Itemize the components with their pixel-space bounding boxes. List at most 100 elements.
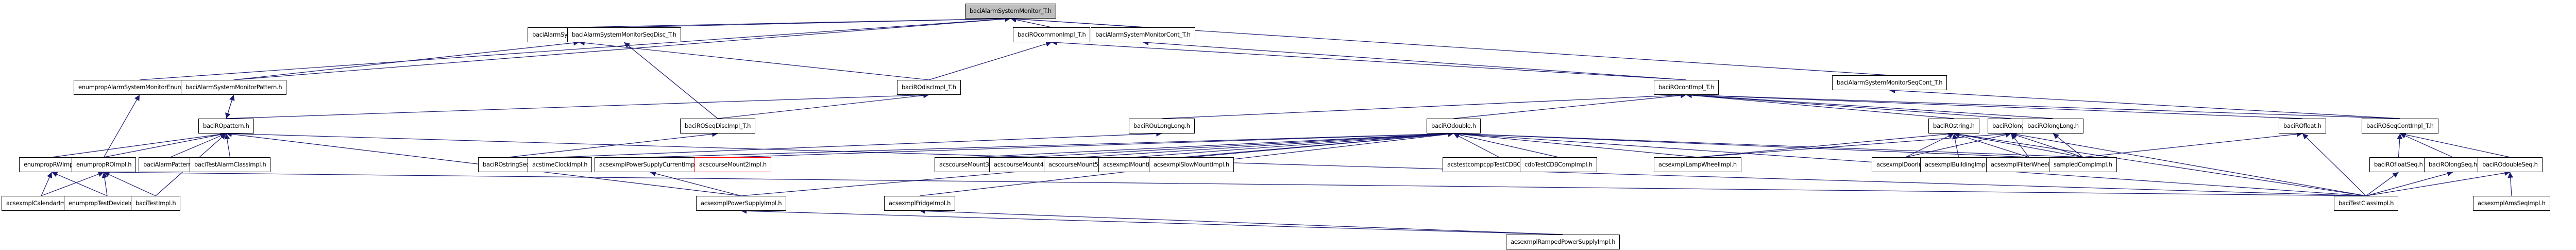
graph-node-cdb-test[interactable]: cdbTestCDBCompImpl.h: [1520, 157, 1597, 172]
edge-filterWheel-to-roLong: [2011, 133, 2029, 158]
edge-roFloat-to-roCont: [1686, 92, 2303, 119]
edge-roDisc-to-asmDisc: [579, 40, 929, 80]
edge-filterWheel-to-roDouble: [1453, 131, 2029, 158]
graph-node-slow-mount[interactable]: acsexmplSlowMountImpl.h: [1149, 157, 1234, 172]
edge-roFloatSeq-to-roSeqCont: [2397, 133, 2403, 158]
edge-mount3-to-roDouble: [973, 131, 1454, 158]
edge-cdbComp-to-roDouble: [1453, 133, 1500, 158]
edge-door-to-roLong: [1905, 132, 2011, 158]
graph-node-building[interactable]: acsexmplBuildingImpl.h: [1920, 157, 1997, 172]
graph-node-ro-string[interactable]: baciROstring.h: [1928, 119, 1979, 134]
edge-clock-to-roULL: [560, 131, 1162, 158]
edge-roCont-to-asmCont: [1143, 40, 1687, 80]
edge-testAlarmClass-to-roPattern: [224, 133, 231, 158]
edge-testImpl-to-enumRO: [104, 172, 156, 196]
graph-node-power-supply[interactable]: acsexmplPowerSupplyImpl.h: [696, 196, 787, 211]
graph-node-test-alarm-class[interactable]: baciTestAlarmClassImpl.h: [190, 157, 271, 172]
edge-psCurrent-to-roDouble: [650, 130, 1454, 158]
edge-testClass-to-roString: [1954, 131, 2366, 196]
edge-roSeqDisc-to-asmSeqDisc: [624, 42, 718, 119]
edge-testClass-to-roDoubleSeq: [2366, 170, 2511, 196]
graph-node-ro-long-seq[interactable]: baciROlongSeq.h: [2424, 157, 2482, 172]
graph-node-ro-long-long[interactable]: baciROlongLong.h: [2023, 119, 2083, 134]
edge-amsSeq-to-roDoubleSeq: [2507, 172, 2514, 196]
edge-roDisc-to-roCommon: [928, 41, 1052, 80]
graph-node-asm-seq-cont[interactable]: baciAlarmSystemMonitorSeqCont_T.h: [1832, 75, 1947, 90]
graph-node-ro-pattern[interactable]: baciROpattern.h: [198, 119, 254, 134]
edge-lampWheel-to-roString: [1697, 131, 1954, 158]
graph-node-ro-u-l-l[interactable]: baciROuLongLong.h: [1129, 119, 1195, 134]
edge-roSeqCont-to-roCont: [1686, 92, 2400, 119]
edge-testClass-to-roFloat: [2302, 133, 2366, 196]
edge-mountImpl-to-roDouble: [1134, 131, 1454, 158]
graph-node-ro-cont[interactable]: baciROcontImpl_T.h: [1654, 80, 1719, 95]
edge-asmPattern-to-roPattern: [225, 94, 234, 119]
edge-testClass-to-roLongSeq: [2366, 171, 2453, 196]
edge-roString-to-roCont: [1686, 92, 1954, 119]
edge-roCont-to-roCommon: [1051, 40, 1687, 80]
graph-node-ro-seq-cont[interactable]: baciROSeqContImpl_T.h: [2362, 119, 2438, 134]
graph-node-ro-float-seq[interactable]: baciROfloatSeq.h: [2369, 157, 2428, 172]
edge-sampled-to-roDouble: [1453, 131, 2083, 158]
graph-node-ro-common[interactable]: baciROcommonImpl_T.h: [1013, 27, 1091, 42]
edge-rampedPS-to-fridge: [919, 208, 1563, 235]
edge-lampWheel-to-roLong: [1697, 131, 2011, 158]
edge-lampWheel-to-roDouble: [1453, 131, 1698, 158]
graph-node-enum-r-o[interactable]: enumpropROImpl.h: [72, 157, 137, 172]
edge-enumRO-to-roPattern: [104, 131, 227, 158]
edge-roDouble-to-roCont: [1453, 92, 1687, 119]
edge-roLongLong-to-roCont: [1686, 92, 2054, 119]
graph-node-ro-seq-disc[interactable]: baciROSeqDiscImpl_T.h: [680, 119, 756, 134]
graph-node-sampled[interactable]: sampledCompImpl.h: [2049, 157, 2117, 172]
graph-node-asm-pattern[interactable]: baciAlarmSystemMonitorPattern.h: [181, 80, 287, 95]
edge-asmPattern-to-asmDisc: [233, 40, 580, 80]
edge-sampled-to-roLong: [2011, 132, 2083, 158]
graph-node-ro-double-seq[interactable]: baciROdoubleSeq.h: [2478, 157, 2543, 172]
edge-sampled-to-roFloat: [2082, 131, 2303, 158]
edge-testClass-to-roLong: [2011, 131, 2366, 196]
graph-node-ro-double[interactable]: baciROdouble.h: [1427, 119, 1481, 134]
graph-node-lamp-wheel[interactable]: acsexmplLampWheelImpl.h: [1654, 157, 1741, 172]
edge-roLongSeq-to-roSeqCont: [2400, 133, 2453, 158]
graph-node-mount2[interactable]: acscourseMount2Impl.h: [694, 157, 771, 172]
edge-cdbTest-to-roDouble: [1453, 132, 1559, 158]
edge-sampled-to-roString: [1954, 131, 2083, 158]
graph-node-root[interactable]: baciAlarmSystemMonitor_T.h: [965, 4, 1056, 19]
graph-node-fridge[interactable]: acsexmplFridgeImpl.h: [884, 196, 956, 211]
graph-node-ro-float[interactable]: baciROfloat.h: [2279, 119, 2326, 134]
edge-filterWheel-to-roString: [1954, 132, 2029, 158]
edge-roStringSeq-to-roSeqDisc: [509, 131, 718, 158]
graph-node-ps-current[interactable]: acsexmplPowerSupplyCurrentImpl.h: [595, 157, 706, 172]
edge-testClass-to-roPattern: [226, 130, 2366, 196]
graph-node-ro-disc[interactable]: baciROdiscImpl_T.h: [897, 80, 961, 95]
graph-node-clock[interactable]: acstimeClockImpl.h: [528, 157, 592, 172]
edge-sampled-to-roLongLong: [2053, 133, 2083, 158]
edge-mount5-to-roDouble: [1082, 131, 1454, 158]
edge-roDoubleSeq-to-roSeqCont: [2400, 131, 2511, 158]
graph-node-ams-seq[interactable]: acsexmplAmsSeqImpl.h: [2473, 196, 2550, 211]
edge-alarmPattern-to-roPattern: [170, 133, 227, 158]
edge-enumRW-to-roPattern: [52, 131, 227, 158]
edge-calendar-to-enumRO: [41, 171, 104, 196]
edge-enumRO-to-enumAsm: [103, 94, 140, 158]
graph-node-ramped-p-s[interactable]: acsexmplRampedPowerSupplyImpl.h: [1506, 235, 1620, 249]
edge-rampedPS-to-powerSupply: [741, 208, 1563, 235]
graph-node-test-impl[interactable]: baciTestImpl.h: [131, 196, 181, 211]
edge-enumAsm-to-root: [139, 16, 1011, 80]
edge-enumTestDev-to-enumRW: [52, 172, 108, 196]
edge-roLong-to-roCont: [1686, 92, 2011, 119]
edge-roCommon-to-root: [1010, 16, 1052, 28]
edge-mount2-to-roDouble: [733, 130, 1454, 158]
edge-roPattern-to-roDisc: [226, 92, 929, 119]
edge-calendar-to-enumRW: [41, 172, 53, 196]
edge-testClass-to-roFloatSeq: [2366, 172, 2399, 196]
edge-testClass-to-enumRO: [104, 169, 2366, 196]
edge-mount4-to-roDouble: [1027, 131, 1454, 158]
graph-node-asm-seq-disc[interactable]: baciAlarmSystemMonitorSeqDisc_T.h: [567, 27, 681, 42]
edge-roSeqCont-to-asmSeqCont: [1889, 88, 2400, 119]
graph-node-test-class[interactable]: baciTestClassImpl.h: [2334, 196, 2399, 211]
edge-asmPattern-to-root: [233, 16, 1011, 80]
edge-roULL-to-roCont: [1161, 92, 1687, 119]
graph-node-asm-cont[interactable]: baciAlarmSystemMonitorCont_T.h: [1091, 27, 1195, 42]
